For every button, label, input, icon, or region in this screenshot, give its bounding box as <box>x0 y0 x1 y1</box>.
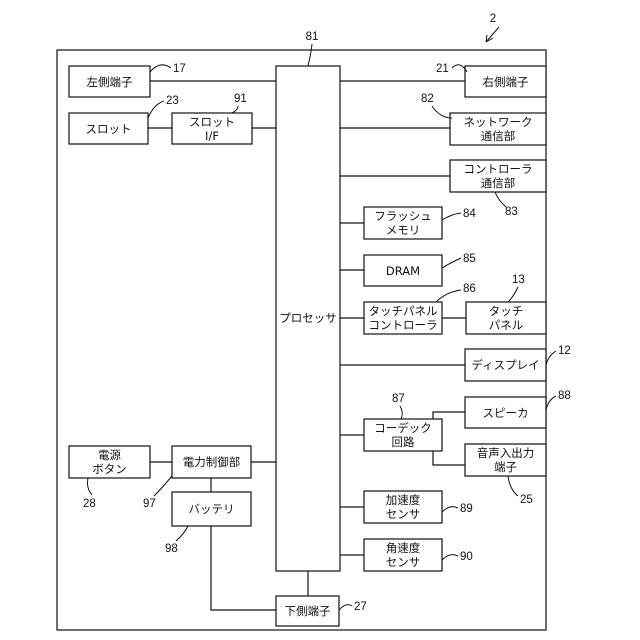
ref-slot: 23 <box>166 95 179 107</box>
left-terminal-label: 左側端子 <box>87 75 133 89</box>
dram-label: DRAM <box>386 264 420 278</box>
lower-terminal-label: 下側端子 <box>285 604 331 618</box>
leader-speaker <box>546 396 556 410</box>
ref-lower-terminal: 27 <box>354 601 367 613</box>
audio-io-terminal-label-line2: 端子 <box>494 460 517 474</box>
processor-label: プロセッサ <box>279 311 337 325</box>
slot-if-label-line1: スロット <box>189 115 235 129</box>
display-label: ディスプレイ <box>471 358 539 372</box>
touch-panel-controller-label-line2: コントローラ <box>369 318 438 332</box>
ref-controller-comm: 83 <box>505 206 518 218</box>
battery-label: バッテリ <box>189 502 235 516</box>
flash-memory-label-line2: メモリ <box>386 223 421 237</box>
ref-touch-panel-controller: 86 <box>463 283 476 295</box>
figure-pointer-line <box>486 27 499 42</box>
controller-comm-label-line1: コントローラ <box>464 162 533 176</box>
ref-speaker: 88 <box>558 390 571 402</box>
power-control-label: 電力制御部 <box>183 455 241 469</box>
network-comm-label-line2: 通信部 <box>481 129 516 143</box>
ref-codec: 87 <box>392 393 405 405</box>
codec-label-line1: コーデック <box>374 421 432 435</box>
flash-memory-label-line1: フラッシュ <box>374 209 432 223</box>
accel-sensor-label-line2: センサ <box>386 507 421 521</box>
angular-velocity-sensor-label-line1: 角速度 <box>386 541 421 555</box>
ref-angular-velocity-sensor: 90 <box>460 551 473 563</box>
ref-left-terminal: 17 <box>173 63 186 75</box>
ref-dram: 85 <box>463 253 476 265</box>
power-button-label-line2: ボタン <box>92 462 127 476</box>
ref-audio-io-terminal: 25 <box>520 494 533 506</box>
accel-sensor-label-line1: 加速度 <box>386 493 421 507</box>
slot-label: スロット <box>86 122 132 136</box>
right-terminal-label: 右側端子 <box>483 75 529 89</box>
ref-slot-if: 91 <box>234 93 247 105</box>
ref-right-terminal: 21 <box>436 63 449 75</box>
ref-processor: 81 <box>306 31 319 43</box>
network-comm-label-line1: ネットワーク <box>464 115 533 129</box>
touch-panel-label-line2: パネル <box>489 318 524 332</box>
ref-accel-sensor: 89 <box>460 503 473 515</box>
ref-power-control: 97 <box>143 498 156 510</box>
audio-io-terminal-label-line1: 音声入出力 <box>477 446 535 460</box>
ref-network-comm: 82 <box>421 93 434 105</box>
ref-battery: 98 <box>165 543 178 555</box>
speaker-label: スピーカ <box>483 406 529 420</box>
touch-panel-label-line1: タッチ <box>489 304 524 318</box>
figure-number: 2 <box>490 13 496 25</box>
touch-panel-controller-label-line1: タッチパネル <box>369 304 438 318</box>
codec-label-line2: 回路 <box>392 435 415 449</box>
ref-display: 12 <box>558 345 571 357</box>
ref-touch-panel: 13 <box>512 274 525 286</box>
power-button-label-line1: 電源 <box>98 448 121 462</box>
angular-velocity-sensor-label-line2: センサ <box>386 555 421 569</box>
controller-comm-label-line2: 通信部 <box>481 176 516 190</box>
ref-power-button: 28 <box>83 498 96 510</box>
ref-flash-memory: 84 <box>463 208 476 220</box>
leader-display <box>546 351 556 365</box>
slot-if-label-line2: I/F <box>205 129 219 143</box>
